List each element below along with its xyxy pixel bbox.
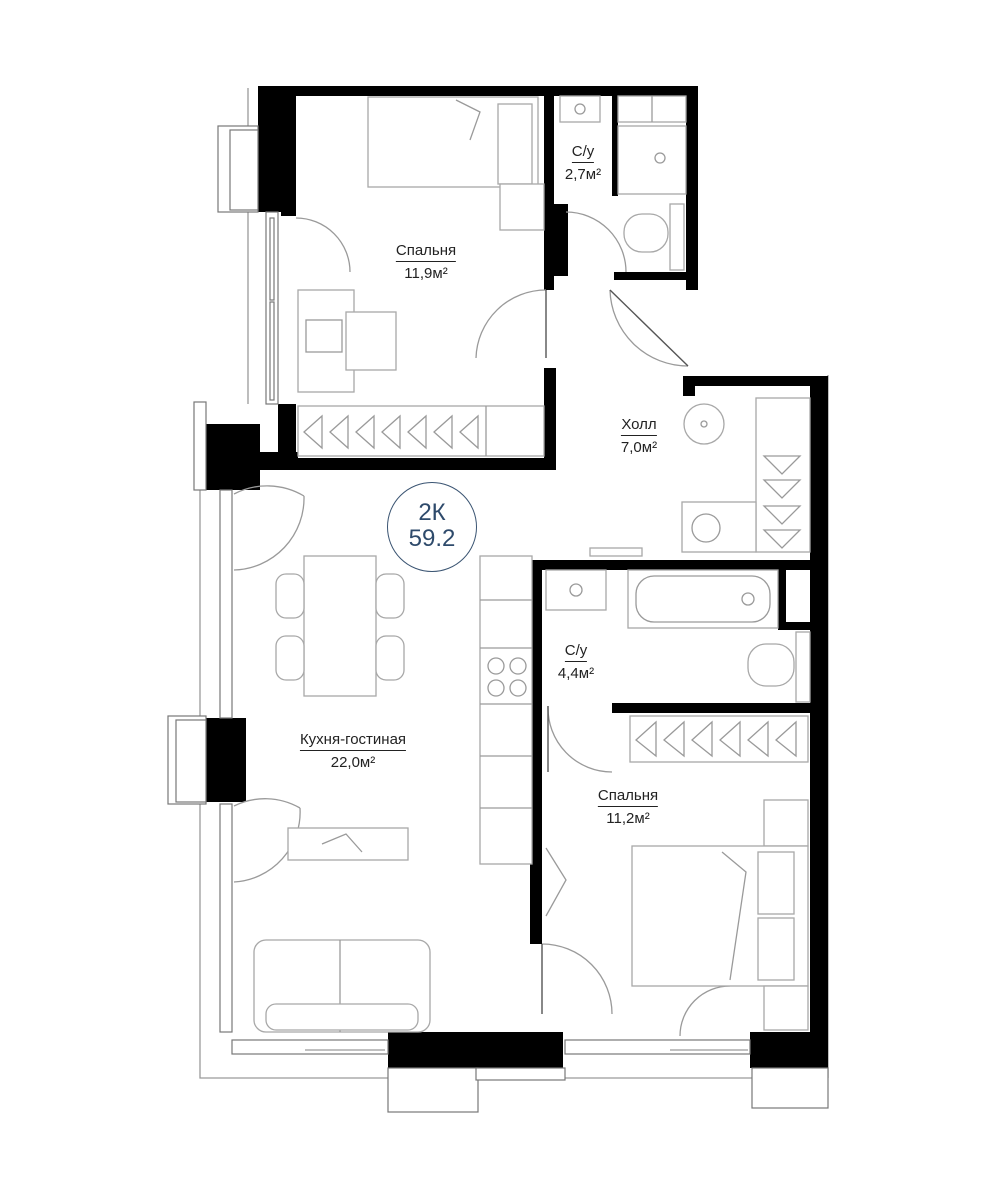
walls — [206, 86, 828, 1068]
apartment-type: 2К — [418, 499, 446, 526]
room-name: Холл — [621, 415, 657, 436]
room-name: С/у — [571, 142, 595, 163]
room-area: 2,7м² — [564, 166, 602, 183]
room-area: 11,9м² — [404, 265, 448, 282]
room-label-bedroom-2: Спальня 11,2м² — [597, 786, 659, 828]
room-label-bathroom-2: С/у 4,4м² — [558, 641, 594, 683]
windows — [167, 125, 829, 1113]
bathroom-1-fixtures — [559, 95, 687, 271]
room-area: 11,2м² — [606, 810, 650, 827]
bedroom-2-furniture — [629, 715, 809, 1031]
kitchen-living-furniture — [253, 555, 533, 1033]
room-label-bathroom-1: С/у 2,7м² — [565, 142, 601, 184]
doors — [233, 211, 731, 1037]
room-label-hall: Холл 7,0м² — [621, 415, 657, 457]
room-area: 22,0м² — [330, 754, 376, 771]
apartment-badge: 2К 59.2 — [387, 482, 477, 572]
room-name: С/у — [564, 641, 588, 662]
room-name: Спальня — [597, 786, 659, 807]
hall-furniture — [589, 397, 811, 557]
room-name: Спальня — [395, 241, 457, 262]
bedroom-1-furniture — [297, 96, 545, 457]
room-label-bedroom-1: Спальня 11,9м² — [395, 241, 457, 283]
room-area: 4,4м² — [557, 665, 595, 682]
apartment-area: 59.2 — [408, 525, 456, 552]
room-name: Кухня-гостиная — [299, 730, 407, 751]
room-label-kitchen-living: Кухня-гостиная 22,0м² — [299, 730, 407, 772]
bathroom-2-fixtures — [545, 569, 811, 703]
room-area: 7,0м² — [620, 439, 658, 456]
